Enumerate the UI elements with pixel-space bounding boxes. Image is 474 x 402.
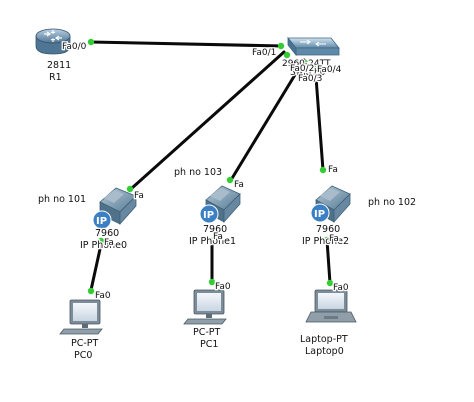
ip-phone1-model-label: 7960 bbox=[203, 224, 227, 235]
pc0-port-label: Fa0 bbox=[95, 291, 111, 301]
note-phone0: ph no 101 bbox=[38, 194, 86, 205]
switch-port-fa01-label: Fa0/1 bbox=[252, 48, 276, 58]
ip-phone2-port-down-label: Fa bbox=[329, 234, 339, 244]
port-light-phone2-down bbox=[323, 236, 331, 244]
note-phone2: ph no 102 bbox=[368, 197, 416, 208]
laptop0-model-label: Laptop-PT bbox=[300, 334, 348, 345]
port-light-phone0-down bbox=[97, 237, 105, 245]
links bbox=[88, 40, 332, 292]
ip-phone0-model-label: 7960 bbox=[95, 228, 119, 239]
ip-phone2-model-label: 7960 bbox=[316, 224, 340, 235]
pc0-model-label: PC-PT bbox=[71, 338, 99, 349]
desktop-pc-icon bbox=[59, 299, 103, 335]
ip-phone-icon: IP bbox=[199, 185, 241, 224]
port-light-phone1-up bbox=[226, 176, 234, 184]
link-switch-phone0[interactable] bbox=[130, 50, 286, 190]
ip-phone-icon: IP bbox=[92, 187, 137, 230]
ip-phone1[interactable]: IP 7960 IP Phone1 bbox=[188, 185, 241, 248]
ip-phone2-port-up-label: Fa bbox=[328, 165, 338, 175]
desktop-pc-icon bbox=[183, 289, 227, 325]
link-switch-phone1[interactable] bbox=[229, 58, 306, 182]
laptop0-port-label: Fa0 bbox=[333, 283, 349, 293]
router-r1[interactable]: 2811 R1 bbox=[35, 28, 71, 83]
svg-text:IP: IP bbox=[96, 216, 107, 227]
port-light-r1-fa00 bbox=[87, 38, 95, 46]
pc-pc1[interactable]: PC-PT PC1 bbox=[183, 289, 227, 350]
switch-switch0[interactable]: 2960-24TT Switch0 bbox=[281, 36, 340, 79]
switch-port-fa03-label: Fa0/3 bbox=[298, 74, 322, 84]
pc1-name-label: PC1 bbox=[200, 339, 218, 350]
port-light-phone0-up bbox=[126, 185, 134, 193]
port-light-pc0 bbox=[87, 287, 95, 295]
switch-name-label: Switch0 bbox=[290, 68, 326, 78]
laptop-icon bbox=[305, 289, 357, 323]
router-port-label: Fa0/0 bbox=[62, 42, 87, 52]
ip-phone0-port-up-label: Fa bbox=[134, 191, 144, 201]
ip-phone-icon: IP bbox=[310, 185, 351, 224]
router-icon bbox=[35, 28, 71, 55]
port-light-sw-fa02 bbox=[283, 51, 291, 59]
switch-port-fa02-label: Fa0/2 bbox=[290, 64, 314, 74]
laptop-laptop0[interactable]: Laptop-PT Laptop0 bbox=[300, 289, 357, 357]
note-phone1: ph no 103 bbox=[174, 167, 222, 178]
pc1-model-label: PC-PT bbox=[193, 327, 221, 338]
laptop0-name-label: Laptop0 bbox=[305, 346, 344, 357]
ip-phone0-name-label: IP Phone0 bbox=[80, 240, 127, 251]
ip-phone1-name-label: IP Phone1 bbox=[189, 236, 236, 247]
port-light-laptop0 bbox=[326, 279, 334, 287]
port-light-sw-fa03 bbox=[301, 59, 309, 67]
switch-model-label: 2960-24TT bbox=[282, 59, 331, 69]
link-switch-phone2[interactable] bbox=[313, 62, 325, 172]
router-model-label: 2811 bbox=[47, 60, 71, 71]
ip-phone1-port-up-label: Fa bbox=[234, 180, 244, 190]
svg-text:IP: IP bbox=[314, 209, 325, 220]
port-light-sw-fa01 bbox=[277, 42, 285, 50]
switch-icon bbox=[287, 36, 340, 57]
link-phone0-pc0[interactable] bbox=[89, 238, 104, 292]
svg-text:IP: IP bbox=[203, 210, 214, 221]
link-r1-switch[interactable] bbox=[88, 40, 284, 48]
ip-phone2[interactable]: IP 7960 IP Phone2 bbox=[301, 185, 351, 248]
link-phone2-laptop0[interactable] bbox=[325, 238, 332, 285]
pc-pc0[interactable]: PC-PT PC0 bbox=[59, 299, 103, 361]
ip-phone0-port-down-label: Fa bbox=[104, 238, 114, 248]
ip-phone1-port-down-label: Fa bbox=[213, 232, 223, 242]
pc1-port-label: Fa0 bbox=[215, 282, 231, 292]
ip-phone0[interactable]: IP 7960 IP Phone0 bbox=[79, 187, 137, 252]
port-light-sw-fa04 bbox=[311, 62, 319, 70]
port-light-pc1 bbox=[208, 278, 216, 286]
router-name-label: R1 bbox=[49, 72, 62, 83]
ip-phone2-name-label: IP Phone2 bbox=[302, 236, 349, 247]
port-light-phone1-down bbox=[208, 237, 216, 245]
port-status-lights bbox=[87, 38, 334, 295]
pc0-name-label: PC0 bbox=[74, 350, 92, 361]
port-light-phone2-up bbox=[319, 166, 327, 174]
switch-port-fa04-label: Fa0/4 bbox=[317, 65, 342, 75]
